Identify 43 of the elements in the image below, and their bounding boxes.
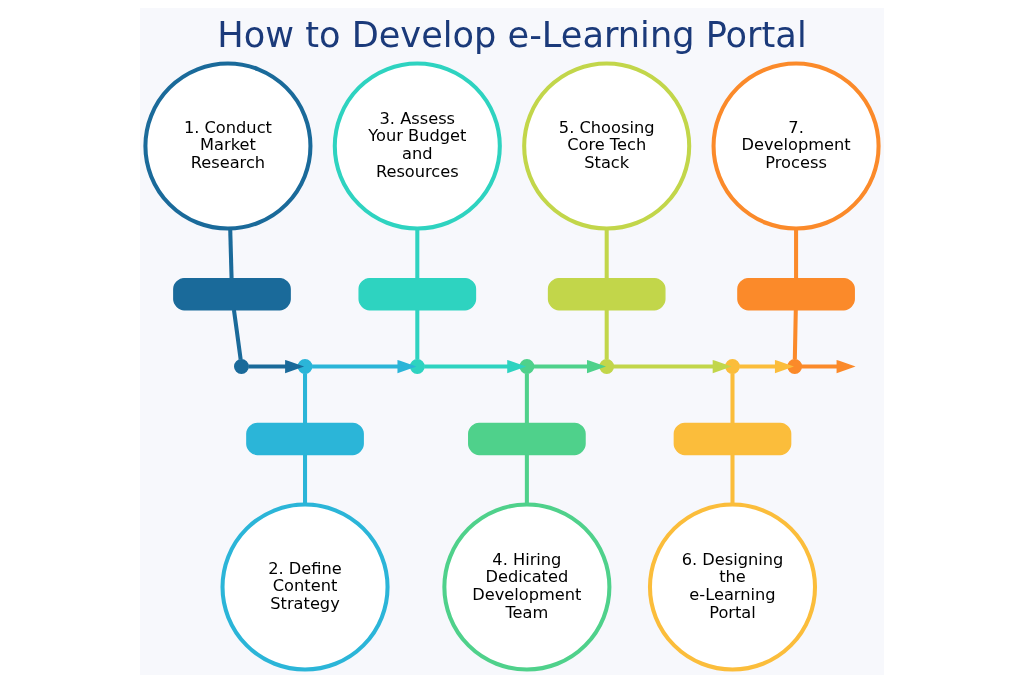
node-circle xyxy=(409,359,425,374)
connector xyxy=(730,373,735,424)
node-circle: 6. Designing the e-Learning Portal xyxy=(647,502,818,672)
node-bar xyxy=(547,277,666,311)
node-bar xyxy=(673,422,792,456)
connector xyxy=(303,373,308,424)
arrow xyxy=(248,359,305,374)
connector xyxy=(415,228,420,279)
connector xyxy=(524,454,529,505)
node-circle xyxy=(297,359,313,374)
node-circle xyxy=(787,359,803,374)
node-bar xyxy=(173,277,291,311)
node-circle xyxy=(599,359,615,374)
node-circle: 5. Choosing Core Tech Stack xyxy=(522,61,692,231)
connector xyxy=(792,309,798,360)
connector xyxy=(604,228,609,279)
node-bar xyxy=(468,422,586,456)
arrow xyxy=(613,359,732,374)
arrow xyxy=(533,359,606,374)
connector xyxy=(604,309,609,360)
connector xyxy=(415,309,420,360)
node-circle xyxy=(725,359,740,374)
arrow xyxy=(424,359,527,374)
node-circle xyxy=(519,359,535,374)
connector xyxy=(231,309,243,360)
connector xyxy=(730,454,735,505)
arrow xyxy=(312,359,417,374)
node-bar xyxy=(358,277,477,311)
arrow xyxy=(801,359,856,374)
connector xyxy=(303,454,308,505)
node-circle: 1. Conduct Market Research xyxy=(143,61,313,231)
node-circle: 3. Assess Your Budget and Resources xyxy=(332,61,502,231)
node-circle: 2. Define Content Strategy xyxy=(220,502,390,672)
connector xyxy=(794,228,799,279)
node-circle xyxy=(234,359,249,374)
node-bar xyxy=(737,277,855,311)
connector xyxy=(524,373,529,424)
connector xyxy=(228,228,234,279)
node-bar xyxy=(246,422,364,456)
arrow xyxy=(739,359,794,374)
node-circle: 7. Development Process xyxy=(711,61,881,231)
node-circle: 4. Hiring Dedicated Development Team xyxy=(442,502,612,672)
diagram-title: How to Develop e-Learning Portal xyxy=(217,14,807,56)
